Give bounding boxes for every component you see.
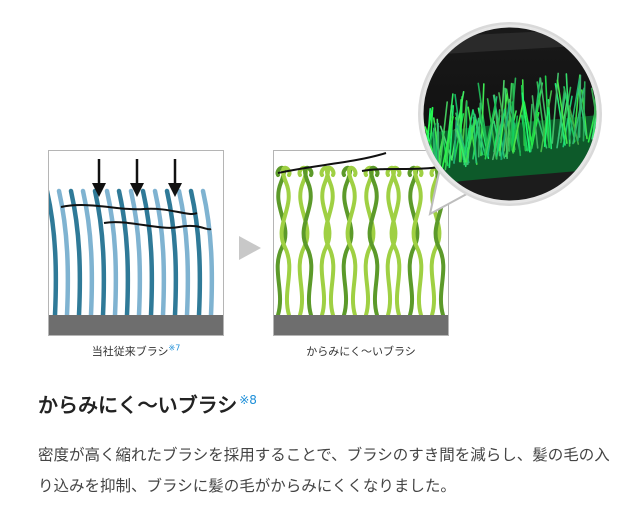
fiber: [438, 101, 449, 173]
down-arrow-icon: [92, 159, 106, 197]
bristle-closeup-magnifier: [418, 22, 610, 216]
brush-base: [49, 315, 223, 335]
fiber: [512, 99, 525, 153]
fiber: [602, 75, 605, 134]
fiber: [448, 105, 454, 169]
caption-text: からみにく〜いブラシ: [306, 345, 416, 358]
fiber: [439, 125, 453, 161]
fiber: [556, 92, 567, 149]
fiber: [560, 86, 572, 144]
fiber: [472, 109, 484, 156]
fiber: [523, 101, 533, 146]
hair-strand: [103, 221, 212, 231]
feature-heading: からみにく〜いブラシ※8: [38, 389, 257, 418]
conventional-brush-diagram: [49, 159, 223, 335]
bristle: [188, 188, 203, 318]
fiber: [582, 81, 586, 142]
fiber: [508, 77, 517, 152]
fiber: [536, 81, 546, 144]
fiber: [568, 78, 581, 140]
bristle: [116, 188, 131, 318]
bristle: [176, 188, 191, 318]
footnote-marker: ※7: [168, 343, 181, 353]
fiber: [441, 116, 454, 170]
fiber: [498, 92, 510, 151]
fiber: [456, 125, 470, 164]
bristle: [140, 188, 155, 318]
brush-base: [274, 315, 448, 335]
conventional-brush-caption: 当社従来ブラシ※7: [48, 343, 224, 359]
fiber: [603, 81, 604, 130]
fiber: [485, 110, 496, 154]
tangle-resistant-brush-illustration: [273, 150, 449, 336]
bristle: [164, 188, 179, 318]
hair-strand: [361, 166, 441, 172]
down-arrow-icon: [130, 159, 144, 197]
caption-text: 当社従来ブラシ: [91, 345, 169, 358]
bristle: [56, 188, 71, 318]
fiber: [608, 78, 610, 129]
hair-strand: [60, 204, 198, 215]
bristle: [323, 165, 336, 317]
fiber: [477, 102, 482, 158]
footnote-marker: ※8: [239, 393, 257, 408]
fiber: [556, 79, 568, 145]
bristle: [68, 188, 83, 318]
bristle: [80, 188, 95, 318]
fiber: [577, 108, 582, 142]
feature-description: 密度が高く縮れたブラシを採用することで、ブラシのすき間を減らし、髪の毛の入り込み…: [38, 446, 610, 495]
fiber: [590, 87, 598, 133]
green-fibers: [422, 61, 610, 176]
fiber: [465, 119, 477, 163]
bristle: [389, 165, 402, 317]
hair-strand: [277, 152, 387, 174]
bristle: [345, 165, 358, 317]
straight-bristles: [49, 188, 215, 318]
fiber: [453, 120, 458, 164]
fiber: [572, 87, 585, 145]
bristle: [49, 189, 59, 318]
fiber: [495, 108, 506, 157]
tangle-resistant-brush-caption: からみにく〜いブラシ: [273, 343, 449, 359]
fiber: [543, 107, 549, 148]
fiber: [483, 100, 497, 156]
fiber: [521, 92, 531, 153]
bristle: [367, 165, 380, 317]
fiber: [492, 116, 504, 161]
fiber: [536, 116, 548, 149]
fiber: [464, 101, 468, 164]
down-arrow-icon: [168, 159, 182, 197]
fiber: [472, 116, 478, 164]
triangle-right-icon: [239, 236, 261, 260]
fiber: [456, 130, 467, 163]
fiber: [577, 88, 587, 136]
bristle: [279, 165, 292, 317]
fiber: [520, 84, 527, 151]
bristle: [152, 188, 167, 318]
conventional-brush-illustration: [48, 150, 224, 336]
bristle: [128, 188, 143, 318]
fiber: [606, 102, 610, 133]
heading-text: からみにく〜いブラシ: [38, 393, 238, 417]
fiber: [458, 99, 462, 163]
fiber: [472, 117, 480, 160]
bristle: [200, 188, 215, 318]
fiber: [516, 120, 522, 157]
fiber: [606, 103, 610, 138]
bristle: [92, 188, 107, 318]
tangle-resistant-brush-diagram: [274, 152, 448, 335]
bristle: [104, 188, 119, 318]
